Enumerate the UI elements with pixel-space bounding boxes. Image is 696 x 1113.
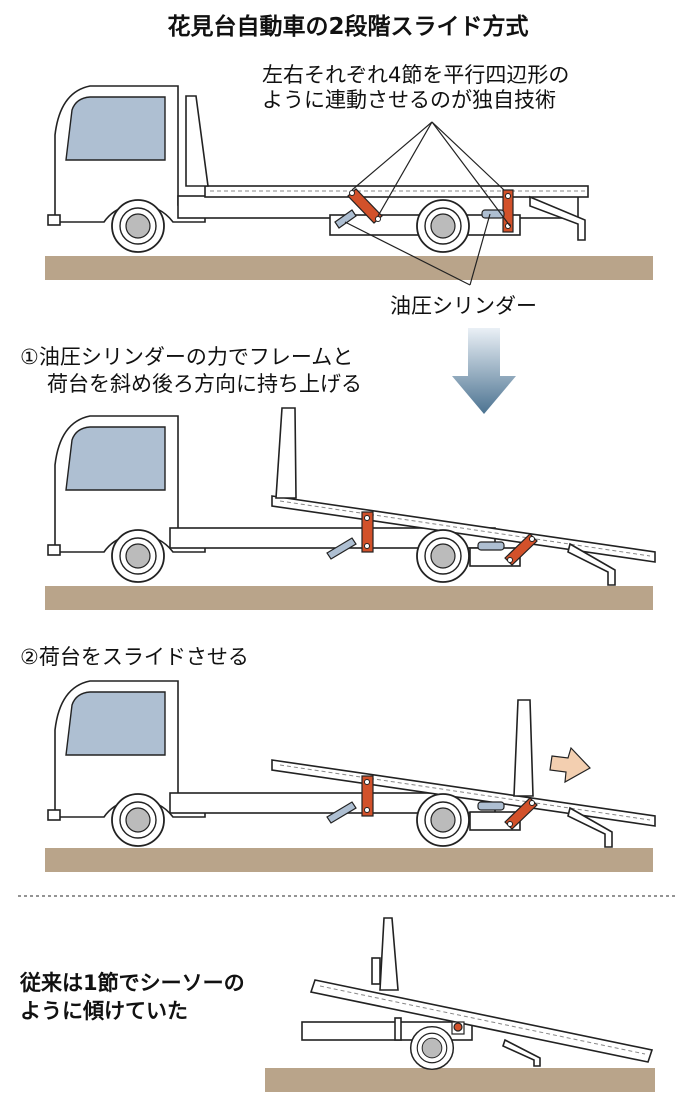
ground-3 [45, 848, 653, 872]
hydraulic-cylinder-front-1 [334, 209, 357, 229]
conventional-line-2: ように傾けていた [20, 999, 188, 1023]
ground-2 [45, 586, 653, 610]
diagram-title: 花見台自動車の2段階スライド方式 [167, 13, 528, 40]
pointer-lines [344, 121, 511, 286]
conventional-line-1: 従来は1節でシーソーの [19, 971, 245, 995]
panel-2-truck [45, 407, 656, 610]
ground-4 [265, 1068, 655, 1092]
cylinder-label: 油圧シリンダー [390, 294, 537, 318]
annotation-line-1: 左右それぞれ4節を平行四辺形の [262, 63, 569, 87]
pivot-point [453, 1022, 463, 1032]
down-arrow [452, 328, 516, 414]
ground-1 [45, 256, 653, 280]
bed-conventional [309, 979, 654, 1063]
link-arm-front-2 [361, 511, 374, 553]
hydraulic-cylinder-rear-1 [481, 209, 505, 219]
slide-arrow [549, 746, 591, 784]
bed-1 [204, 185, 589, 198]
step1-line-2: 荷台を斜め後ろ方向に持ち上げる [47, 372, 362, 396]
link-arm-front-3 [361, 775, 374, 817]
step1-line-1: ①油圧シリンダーの力でフレームと [20, 345, 353, 369]
conventional-truck [265, 917, 655, 1092]
annotation-line-2: ように連動させるのが独自技術 [262, 88, 556, 112]
panel-1-truck [45, 85, 653, 286]
step2-label: ②荷台をスライドさせる [20, 645, 249, 669]
panel-3-truck [45, 680, 656, 872]
